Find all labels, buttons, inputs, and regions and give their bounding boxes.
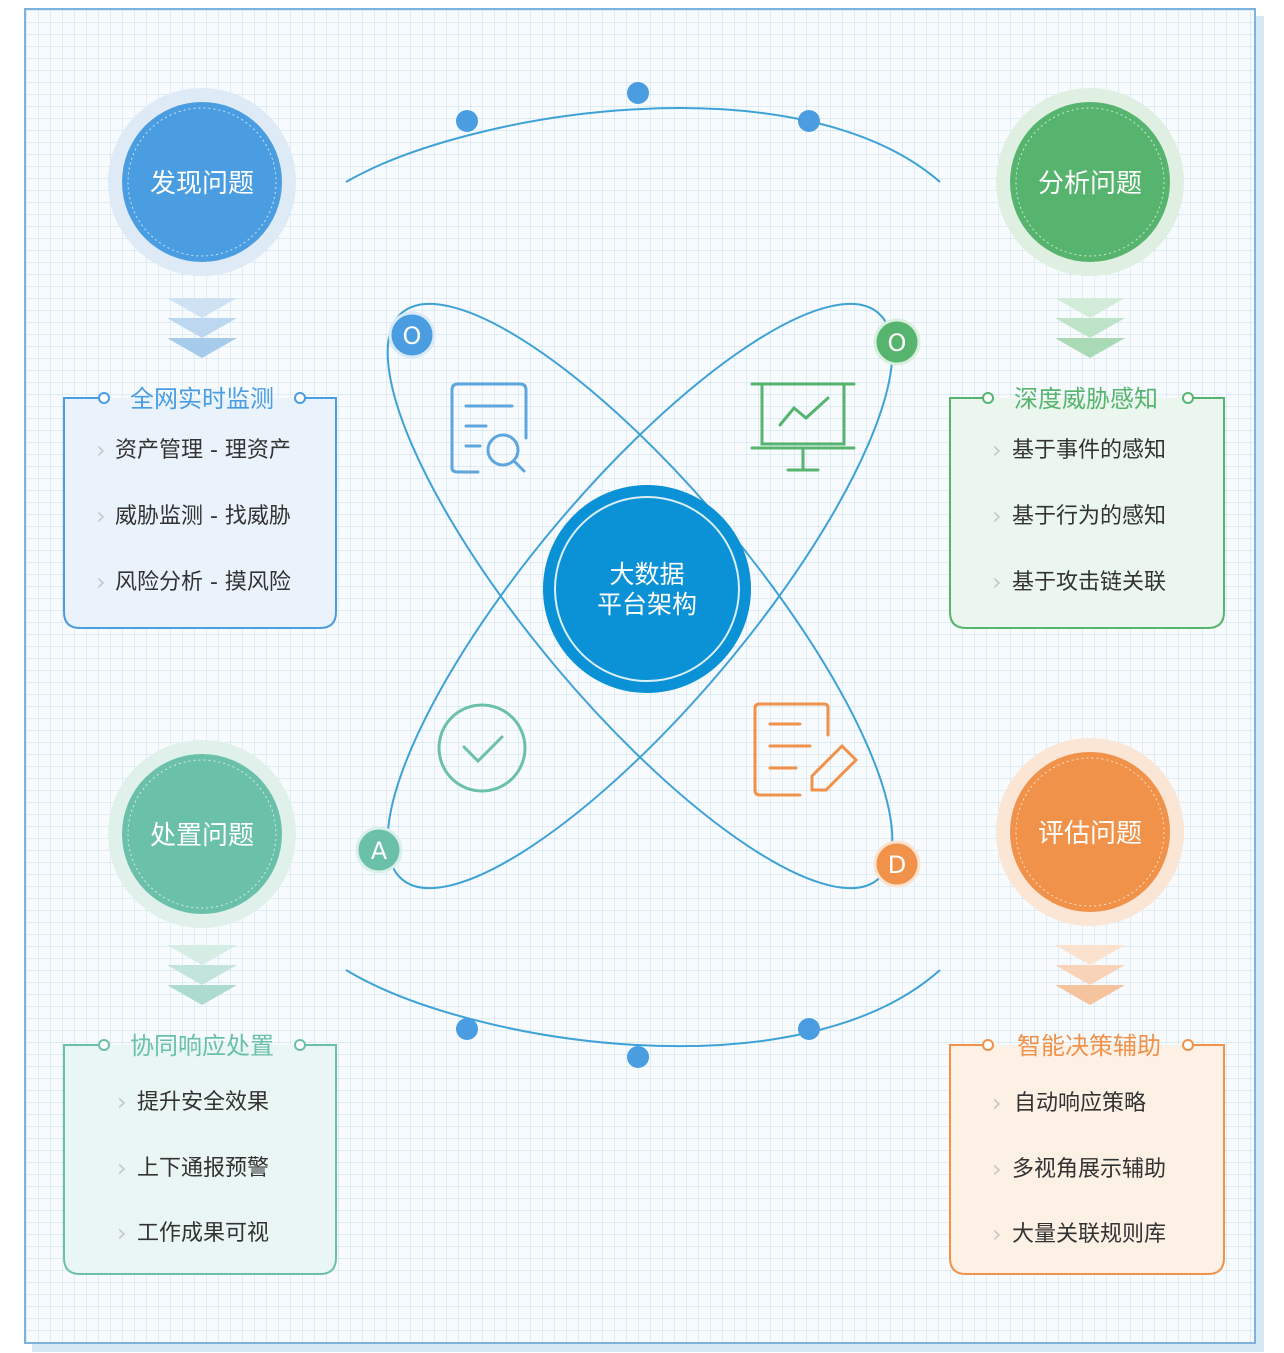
arc-dot: [798, 1018, 820, 1040]
arc-dot: [627, 1046, 649, 1068]
down-chevron-icon: [167, 298, 237, 358]
chevron-right-icon: ›: [117, 1088, 127, 1116]
list-item: 基于行为的感知: [1012, 504, 1166, 529]
bubble-evaluate: 评估问题: [996, 738, 1184, 926]
panel-evaluate-title: 智能决策辅助: [1017, 1032, 1161, 1060]
panel-evaluate: 智能决策辅助 › 自动响应策略 › 多视角展示辅助 › 大量关联规则库: [949, 1032, 1225, 1275]
arc-dot: [798, 110, 820, 132]
list-item: 上下通报预警: [137, 1156, 269, 1181]
svg-text:O: O: [888, 329, 907, 357]
chevron-right-icon: ›: [96, 436, 106, 464]
badge-top-left: O: [388, 311, 436, 359]
outer-arc-bottom: [345, 969, 941, 1048]
outer-arc-top: [345, 107, 941, 183]
chevron-right-icon: ›: [992, 1089, 1002, 1117]
panel-handle: 协同响应处置 › 提升安全效果 › 上下通报预警 › 工作成果可视: [63, 1032, 337, 1275]
panel-handle-title: 协同响应处置: [130, 1032, 274, 1060]
bubble-discover-title: 发现问题: [150, 169, 254, 199]
badge-bottom-left: A: [355, 826, 403, 874]
chevron-right-icon: ›: [992, 502, 1002, 530]
list-item: 提升安全效果: [137, 1090, 269, 1115]
document-edit-icon: [753, 702, 859, 797]
down-chevron-icon: [167, 945, 237, 1005]
bubble-handle: 处置问题: [108, 740, 296, 928]
list-item: 工作成果可视: [137, 1221, 269, 1246]
chevron-right-icon: ›: [992, 436, 1002, 464]
arc-dot: [627, 82, 649, 104]
presentation-chart-icon: [750, 382, 856, 472]
chevron-right-icon: ›: [117, 1219, 127, 1247]
bubble-analyze-title: 分析问题: [1038, 169, 1142, 199]
center-title-line1: 大数据: [609, 560, 684, 589]
list-item: 威胁监测 - 找威胁: [115, 504, 291, 529]
chevron-right-icon: ›: [992, 1155, 1002, 1183]
list-item: 资产管理 - 理资产: [115, 438, 291, 463]
arc-dot: [456, 1018, 478, 1040]
bubble-handle-title: 处置问题: [150, 821, 254, 851]
document-search-icon: [450, 382, 528, 474]
list-item: 多视角展示辅助: [1012, 1157, 1166, 1182]
arc-dot: [456, 110, 478, 132]
list-item: 自动响应策略: [1014, 1091, 1146, 1116]
check-circle-icon: [437, 703, 527, 793]
orbit-ellipse-2: [386, 302, 894, 890]
chevron-right-icon: ›: [96, 502, 106, 530]
list-item: 风险分析 - 摸风险: [115, 570, 291, 595]
svg-text:D: D: [888, 851, 906, 879]
down-chevron-icon: [1055, 945, 1125, 1005]
badge-bottom-right: D: [873, 840, 921, 888]
svg-text:O: O: [403, 322, 422, 350]
badge-top-right: O: [873, 318, 921, 366]
center-title-line2: 平台架构: [597, 590, 697, 619]
down-chevron-icon: [1055, 298, 1125, 358]
bubble-evaluate-title: 评估问题: [1038, 819, 1142, 849]
center-node: 大数据 平台架构: [543, 485, 751, 693]
list-item: 大量关联规则库: [1012, 1222, 1166, 1247]
panel-analyze: 深度威胁感知 › 基于事件的感知 › 基于行为的感知 › 基于攻击链关联: [949, 385, 1225, 629]
chevron-right-icon: ›: [992, 568, 1002, 596]
panel-analyze-title: 深度威胁感知: [1014, 385, 1158, 413]
svg-text:A: A: [371, 837, 388, 865]
panel-discover-title: 全网实时监测: [130, 385, 274, 413]
bubble-discover: 发现问题: [108, 88, 296, 276]
chevron-right-icon: ›: [117, 1154, 127, 1182]
panel-discover: 全网实时监测 › 资产管理 - 理资产 › 威胁监测 - 找威胁 › 风险分析 …: [63, 385, 337, 629]
chevron-right-icon: ›: [96, 568, 106, 596]
list-item: 基于事件的感知: [1012, 438, 1166, 463]
bubble-analyze: 分析问题: [996, 88, 1184, 276]
list-item: 基于攻击链关联: [1012, 570, 1166, 595]
chevron-right-icon: ›: [992, 1220, 1002, 1248]
